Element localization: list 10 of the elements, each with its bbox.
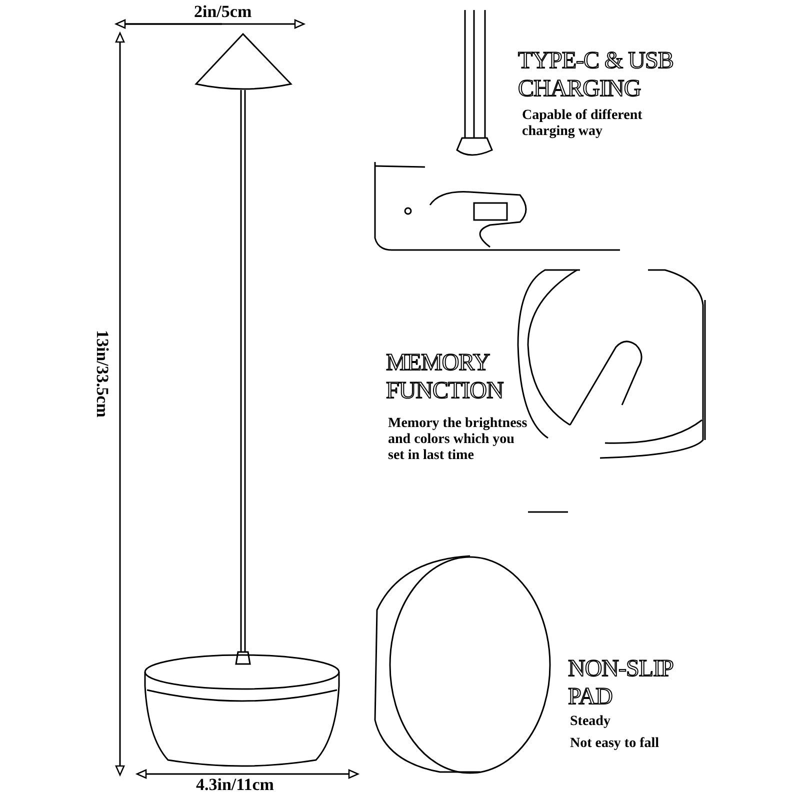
feature-description: Capable of different charging way	[522, 108, 644, 140]
feature-heading: TYPE-C & USB CHARGING	[518, 48, 674, 104]
feature-description: Steady	[570, 714, 612, 730]
feature-heading: MEMORY FUNCTION	[386, 350, 505, 406]
dimension-label: 2in/5cm	[194, 2, 252, 22]
feature-description: Memory the brightness and colors which you set in last time	[388, 416, 528, 464]
dimension-label: 13in/33.5cm	[92, 330, 112, 418]
dimension-label: 4.3in/11cm	[196, 775, 274, 795]
feature-description: Not easy to fall	[570, 736, 660, 752]
feature-heading: NON-SLIP PAD	[568, 656, 674, 712]
